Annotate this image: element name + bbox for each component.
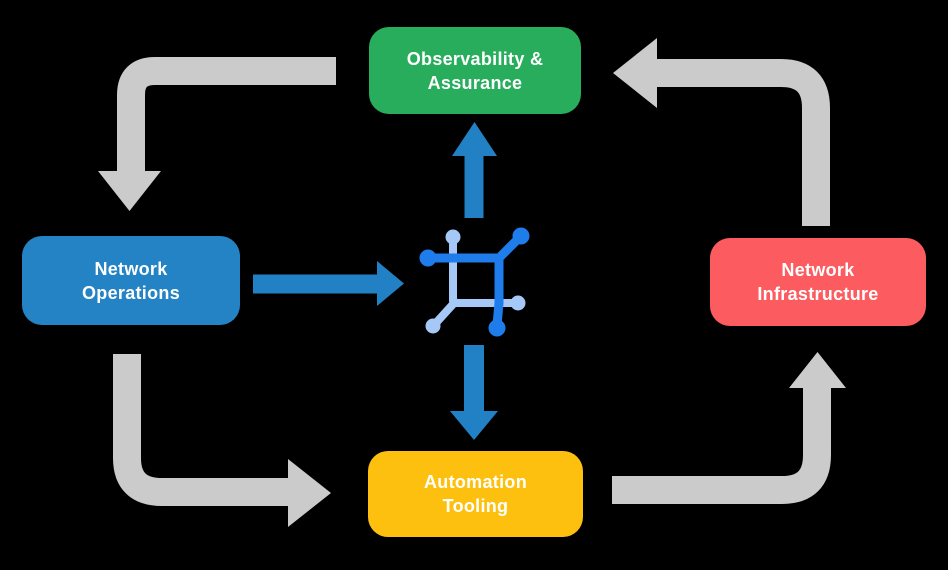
arrow-infrastructure-to-observability-shaft [657,59,830,226]
arrow-automation-to-infrastructure-shaft [612,388,831,504]
network-icon-bottom-dark-node [488,319,506,337]
arrow-operations-to-automation-head [288,459,331,527]
network-icon-right-node [510,295,526,311]
arrow-center-to-observability-head [452,122,497,156]
network-icon-left-dark-node [419,249,437,267]
arrow-observability-to-operations-shaft [117,57,336,172]
network-mesh-icon [419,227,530,337]
network-icon-bottomleft-node [425,318,441,334]
network-icon-downleft-branch [431,298,459,328]
arrow-operations-to-center-head [377,261,404,306]
arrow-observability-to-operations-head [98,171,161,211]
node-automation-tooling: Automation Tooling [368,451,583,537]
network-icon-top-node [445,229,461,245]
arrow-infrastructure-to-observability-head [613,38,657,108]
network-icon-topright-node [512,227,530,245]
node-network-infrastructure: Network Infrastructure [710,238,926,326]
arrow-operations-to-automation-shaft [113,354,288,506]
arrow-center-to-automation-head [450,411,498,440]
node-observability-assurance: Observability & Assurance [369,27,581,114]
node-network-operations: Network Operations [22,236,240,325]
arrow-automation-to-infrastructure-head [789,352,846,388]
